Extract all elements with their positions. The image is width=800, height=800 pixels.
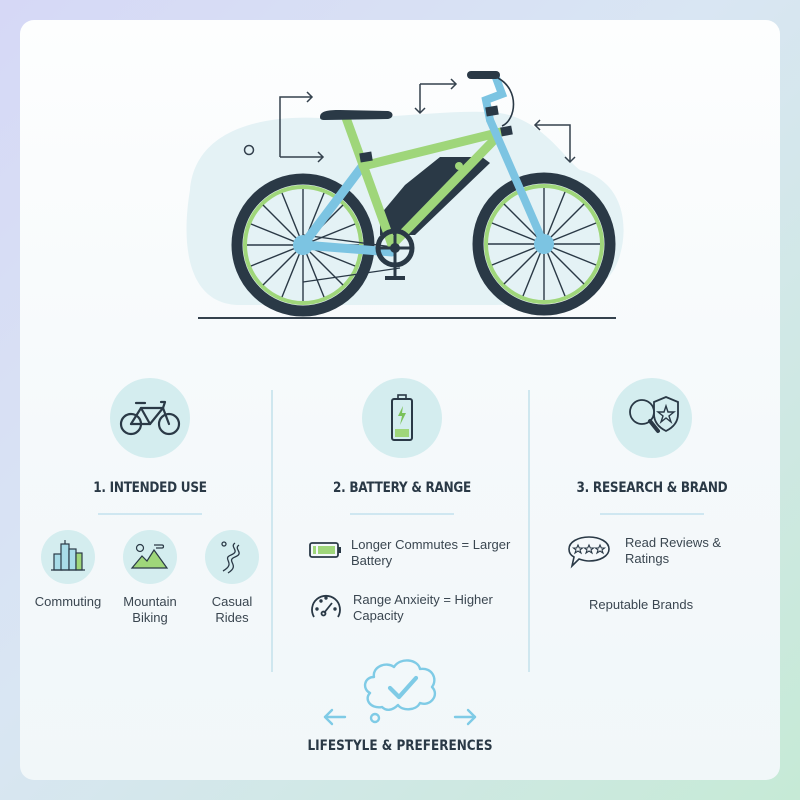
- search-shield-star-icon: [612, 378, 692, 458]
- battery-full-icon: [309, 542, 341, 558]
- use-commuting: Commuting: [27, 530, 109, 610]
- use-label: Commuting: [34, 594, 102, 609]
- rear-wheel: [231, 173, 375, 317]
- column-divider: [528, 390, 530, 672]
- title-underline: [350, 513, 454, 515]
- lifestyle-preferences: LIFESTYLE & PREFERENCES: [290, 645, 510, 765]
- arrow-left-down-icon: [533, 119, 576, 164]
- infographic-card: 1. INTENDED USE Commuting: [20, 20, 780, 780]
- small-circle: [243, 144, 255, 156]
- brands-row: Reputable Brands: [589, 597, 693, 613]
- section-title: 1. INTENDED USE: [93, 480, 207, 496]
- brands-text: Reputable Brands: [589, 597, 694, 612]
- section-research-brand: 3. RESEARCH & BRAND Read Reviews &Rating…: [527, 375, 777, 675]
- section-battery-range: 2. BATTERY & RANGE Longer Commutes = Lar…: [277, 375, 527, 675]
- winding-road-icon: [205, 530, 259, 584]
- mountain-icon: [123, 530, 177, 584]
- bicycle-icon: [110, 378, 190, 458]
- section-title: 2. BATTERY & RANGE: [333, 480, 471, 496]
- section-intended-use: 1. INTENDED USE Commuting: [25, 375, 275, 675]
- electric-bike-illustration: [186, 71, 624, 319]
- reviews-row: Read Reviews &Ratings: [567, 535, 721, 569]
- reviews-text: Read Reviews &Ratings: [625, 535, 722, 566]
- city-buildings-icon: [41, 530, 95, 584]
- footer-title: LIFESTYLE & PREFERENCES: [307, 738, 493, 754]
- battery-charging-icon: [362, 378, 442, 458]
- seat: [320, 110, 393, 120]
- arrow-right-icon: [279, 91, 325, 163]
- speedometer-icon: [311, 594, 341, 618]
- section-title: 3. RESEARCH & BRAND: [576, 480, 728, 496]
- review-stars-bubble-icon: [568, 536, 610, 569]
- crankset: [375, 228, 415, 280]
- arrow-down-right-icon: [414, 78, 458, 115]
- thought-cloud-check-icon: [323, 659, 477, 726]
- column-divider: [271, 390, 273, 672]
- title-underline: [98, 513, 202, 515]
- title-underline: [600, 513, 704, 515]
